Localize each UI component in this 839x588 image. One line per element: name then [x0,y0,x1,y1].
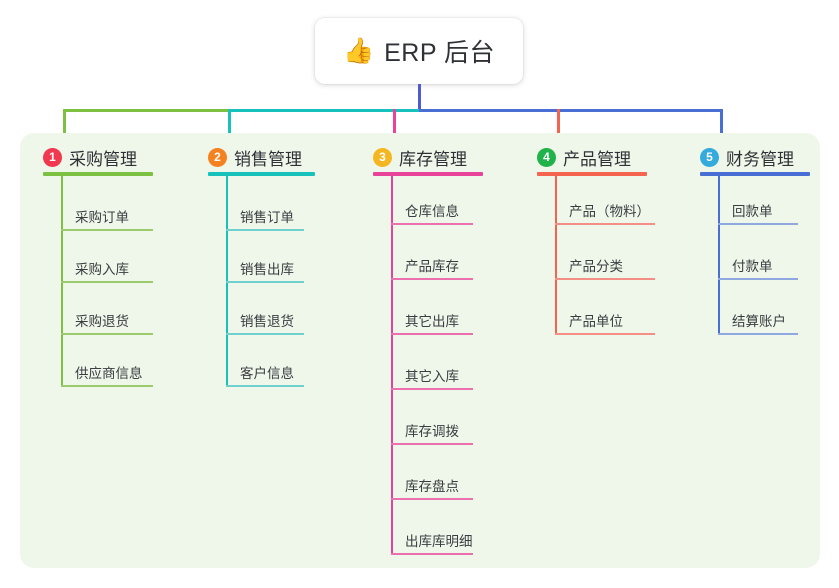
root-node[interactable]: 👍 ERP 后台 [315,18,523,84]
leaf-rule [391,443,473,445]
branch-spine-1 [61,174,63,387]
leaf-rule [226,281,304,283]
leaf-node[interactable]: 供应商信息 [61,357,153,387]
leaf-node[interactable]: 付款单 [718,250,798,280]
leaf-node[interactable]: 回款单 [718,195,798,225]
leaf-label: 付款单 [732,259,773,274]
leaf-label: 产品库存 [405,259,459,274]
leaf-node[interactable]: 采购退货 [61,305,153,335]
leaf-node[interactable]: 销售退货 [226,305,304,335]
leaf-label: 回款单 [732,204,773,219]
leaf-label: 供应商信息 [75,366,143,381]
branch-rule-2 [208,172,315,176]
branch-header-4[interactable]: 4 产品管理 [537,145,631,170]
leaf-label: 结算账户 [732,314,786,329]
branch-badge-2: 2 [208,148,227,167]
leaf-rule [61,385,153,387]
branch-header-1[interactable]: 1 采购管理 [43,145,137,170]
leaf-rule [61,333,153,335]
leaf-node[interactable]: 产品（物料） [555,195,655,225]
branch-spine-3 [391,174,393,555]
leaf-label: 销售订单 [240,210,294,225]
leaf-label: 采购订单 [75,210,129,225]
bus-segment-2 [228,109,419,112]
root-stem [418,84,421,112]
branch-header-5[interactable]: 5 财务管理 [700,145,794,170]
leaf-label: 出库库明细 [405,534,473,549]
leaf-node[interactable]: 其它入库 [391,360,473,390]
bus-segment-1 [63,109,228,112]
leaf-rule [718,223,798,225]
leaf-node[interactable]: 仓库信息 [391,195,473,225]
leaf-label: 产品单位 [569,314,623,329]
leaf-node[interactable]: 销售出库 [226,253,304,283]
leaf-rule [226,229,304,231]
leaf-label: 销售退货 [240,314,294,329]
root-title: ERP 后台 [384,39,496,67]
leaf-node[interactable]: 结算账户 [718,305,798,335]
branch-title-1: 采购管理 [69,150,137,169]
leaf-label: 其它入库 [405,369,459,384]
branch-badge-4: 4 [537,148,556,167]
thumbs-up-icon: 👍 [342,36,375,65]
leaf-rule [391,223,473,225]
leaf-label: 采购入库 [75,262,129,277]
leaf-rule [391,498,473,500]
leaf-rule [391,333,473,335]
leaf-label: 其它出库 [405,314,459,329]
leaf-node[interactable]: 销售订单 [226,201,304,231]
leaf-label: 客户信息 [240,366,294,381]
leaf-node[interactable]: 客户信息 [226,357,304,387]
leaf-label: 产品分类 [569,259,623,274]
leaf-node[interactable]: 其它出库 [391,305,473,335]
branch-spine-5 [718,174,720,335]
leaf-node[interactable]: 产品分类 [555,250,655,280]
branch-panel: 1 采购管理采购订单采购入库采购退货供应商信息 2 销售管理销售订单销售出库销售退货客… [20,133,820,568]
leaf-rule [61,281,153,283]
branch-rule-4 [537,172,647,176]
leaf-node[interactable]: 库存调拨 [391,415,473,445]
branch-header-2[interactable]: 2 销售管理 [208,145,302,170]
branch-badge-1: 1 [43,148,62,167]
branch-title-3: 库存管理 [399,150,467,169]
branch-title-5: 财务管理 [726,150,794,169]
leaf-label: 产品（物料） [569,204,650,219]
leaf-node[interactable]: 产品库存 [391,250,473,280]
branch-badge-3: 3 [373,148,392,167]
branch-title-4: 产品管理 [563,150,631,169]
branch-rule-3 [373,172,483,176]
branch-spine-2 [226,174,228,387]
leaf-rule [226,385,304,387]
leaf-rule [226,333,304,335]
leaf-label: 销售出库 [240,262,294,277]
leaf-label: 库存盘点 [405,479,459,494]
leaf-rule [718,333,798,335]
leaf-node[interactable]: 产品单位 [555,305,655,335]
leaf-rule [391,553,473,555]
leaf-rule [61,229,153,231]
leaf-label: 库存调拨 [405,424,459,439]
branch-header-3[interactable]: 3 库存管理 [373,145,467,170]
branch-badge-5: 5 [700,148,719,167]
leaf-rule [555,223,655,225]
bus-segment-3 [419,109,723,112]
leaf-rule [391,278,473,280]
leaf-rule [718,278,798,280]
leaf-rule [555,333,655,335]
leaf-node[interactable]: 库存盘点 [391,470,473,500]
leaf-label: 采购退货 [75,314,129,329]
leaf-node[interactable]: 出库库明细 [391,525,473,555]
leaf-node[interactable]: 采购入库 [61,253,153,283]
leaf-label: 仓库信息 [405,204,459,219]
branch-rule-1 [43,172,153,176]
branch-spine-4 [555,174,557,335]
branch-rule-5 [700,172,810,176]
leaf-node[interactable]: 采购订单 [61,201,153,231]
leaf-rule [391,388,473,390]
branch-title-2: 销售管理 [234,150,302,169]
leaf-rule [555,278,655,280]
